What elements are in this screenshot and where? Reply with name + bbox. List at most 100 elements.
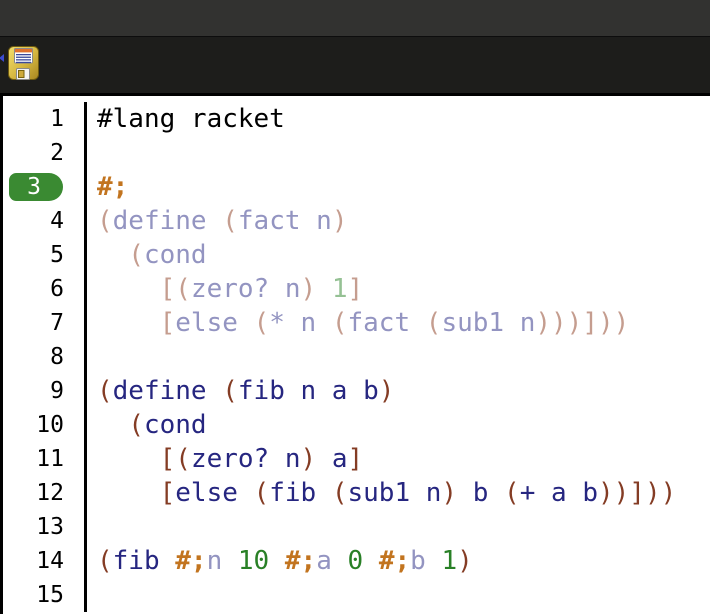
code-token: )	[300, 444, 317, 474]
code-line: 6 [(zero? n) 1]	[3, 272, 710, 306]
code-token: ]	[347, 444, 364, 474]
code-token: ]	[347, 274, 364, 304]
code-token: a	[316, 546, 332, 576]
code-token: (	[253, 308, 270, 338]
code-text: [(zero? n) a]	[87, 442, 364, 476]
code-token: cond	[143, 240, 207, 270]
code-token: 10	[237, 546, 270, 576]
code-line: 5 (cond	[3, 238, 710, 272]
code-line: 9(define (fib n a b)	[3, 374, 710, 408]
code-line: 4(define (fact n)	[3, 204, 710, 238]
code-token: )))]))	[535, 308, 630, 338]
code-token: #;	[97, 172, 129, 202]
save-button[interactable]	[8, 45, 40, 80]
code-token	[97, 240, 128, 270]
code-token	[426, 546, 442, 576]
code-text: (cond	[87, 408, 207, 442]
code-token: )	[331, 206, 348, 236]
code-token	[97, 478, 160, 508]
code-text	[87, 340, 97, 374]
code-token: sub1 n	[347, 478, 442, 508]
code-token: fact n	[237, 206, 332, 236]
line-number: 5	[3, 238, 87, 272]
code-token: ))]))	[597, 478, 677, 508]
code-token	[269, 546, 285, 576]
code-token: fib	[269, 478, 332, 508]
line-number: 10	[3, 408, 87, 442]
code-token: #;	[378, 546, 411, 576]
code-token	[222, 546, 238, 576]
floppy-save-icon	[8, 45, 40, 80]
code-token: define	[112, 206, 223, 236]
line-number: 9	[3, 374, 87, 408]
line-number: 13	[3, 510, 87, 544]
code-token: (	[97, 206, 113, 236]
code-token: fib n a b	[237, 376, 379, 406]
code-token: sub1 n	[441, 308, 536, 338]
code-token: (	[222, 206, 238, 236]
code-token: a	[316, 444, 348, 474]
code-text: [else (fib (sub1 n) b (+ a b))]))	[87, 476, 677, 510]
code-token: [(	[159, 444, 191, 474]
code-line: 1#lang racket	[3, 102, 710, 136]
code-token	[332, 546, 348, 576]
line-number: 3	[3, 170, 87, 204]
code-token: #;	[284, 546, 317, 576]
code-token: b	[410, 546, 426, 576]
code-line: 8	[3, 340, 710, 374]
code-token: define	[112, 376, 223, 406]
line-number: 7	[3, 306, 87, 340]
code-token: )	[300, 274, 317, 304]
line-number: 2	[3, 136, 87, 170]
focus-arrow-icon	[0, 54, 4, 62]
code-token: zero? n	[190, 444, 301, 474]
code-token: 1	[441, 546, 458, 576]
code-token	[97, 274, 160, 304]
code-token: (	[331, 478, 348, 508]
line-number: 14	[3, 544, 87, 578]
code-token: b	[457, 478, 505, 508]
code-token: (	[128, 240, 144, 270]
code-token: (	[425, 308, 442, 338]
code-text	[87, 136, 97, 170]
code-token: )	[441, 478, 458, 508]
code-token: [	[159, 478, 176, 508]
code-token: + a b	[519, 478, 598, 508]
line-number: 11	[3, 442, 87, 476]
code-token: (	[128, 410, 144, 440]
code-token: [(	[159, 274, 191, 304]
line-number: 8	[3, 340, 87, 374]
code-token: cond	[143, 410, 207, 440]
active-line-badge: 3	[9, 173, 63, 201]
code-token: 0	[347, 546, 364, 576]
code-line: 11 [(zero? n) a]	[3, 442, 710, 476]
line-number: 12	[3, 476, 87, 510]
code-text: [else (* n (fact (sub1 n)))]))	[87, 306, 630, 340]
code-token: fact	[347, 308, 426, 338]
code-token: [	[159, 308, 176, 338]
code-token: else	[175, 478, 254, 508]
code-token: n	[206, 546, 223, 576]
code-text: #lang racket	[87, 102, 285, 136]
code-token: (	[222, 376, 238, 406]
line-number: 4	[3, 204, 87, 238]
code-line: 7 [else (* n (fact (sub1 n)))]))	[3, 306, 710, 340]
code-text	[87, 578, 97, 612]
code-line: 14(fib #;n 10 #;a 0 #;b 1)	[3, 544, 710, 578]
code-text: (fib #;n 10 #;a 0 #;b 1)	[87, 544, 473, 578]
code-token: (	[97, 376, 113, 406]
code-text: (cond	[87, 238, 207, 272]
code-line: 15	[3, 578, 710, 612]
code-token: (	[97, 546, 113, 576]
code-line: 3 #;	[3, 170, 710, 204]
window-titlebar	[0, 0, 710, 37]
code-token: #lang racket	[97, 104, 285, 134]
code-token: )	[457, 546, 473, 576]
code-token: zero? n	[190, 274, 301, 304]
code-line: 13	[3, 510, 710, 544]
line-number: 15	[3, 578, 87, 612]
code-token: else	[175, 308, 254, 338]
